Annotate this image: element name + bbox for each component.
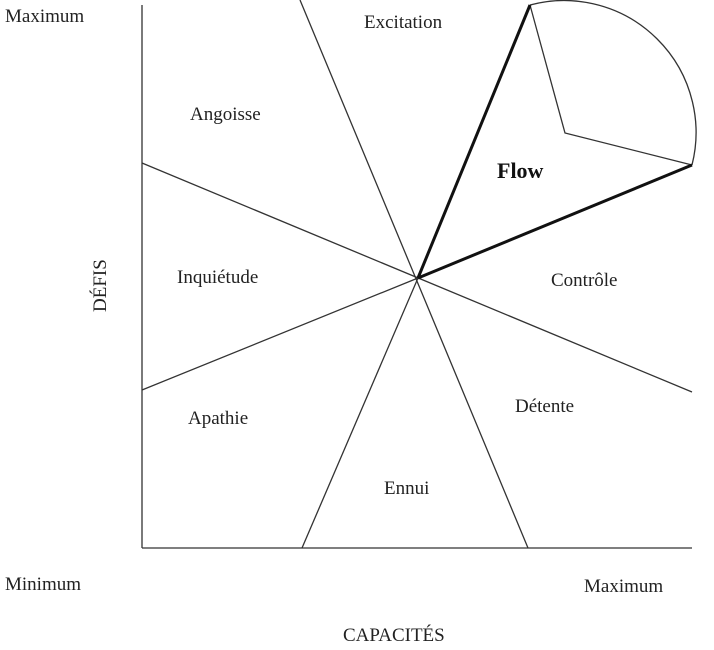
y-axis-label: DÉFIS: [89, 259, 111, 312]
zone-ennui: Ennui: [384, 478, 429, 499]
zone-apathie: Apathie: [188, 408, 248, 429]
divider-excitation-angoisse: [299, 0, 529, 549]
origin-min-label: Minimum: [5, 574, 81, 595]
divider-inquietude-apathie: [141, 277, 419, 391]
flow-inner-lines: [529, 4, 693, 166]
flow-boundary-upper: [416, 4, 532, 279]
zone-detente: Détente: [515, 396, 574, 417]
divider-apathie-ennui: [301, 277, 419, 549]
flow-boundary-lower: [417, 163, 693, 280]
flow-arc: [529, 0, 697, 166]
zone-controle: Contrôle: [551, 270, 618, 291]
y-max-label: Maximum: [5, 6, 84, 27]
zone-flow: Flow: [497, 158, 544, 183]
zone-excitation: Excitation: [364, 12, 443, 33]
zone-angoisse: Angoisse: [190, 104, 261, 125]
zone-inquietude: Inquiétude: [177, 267, 258, 288]
x-max-label: Maximum: [584, 576, 663, 597]
x-axis-label: CAPACITÉS: [343, 624, 445, 646]
